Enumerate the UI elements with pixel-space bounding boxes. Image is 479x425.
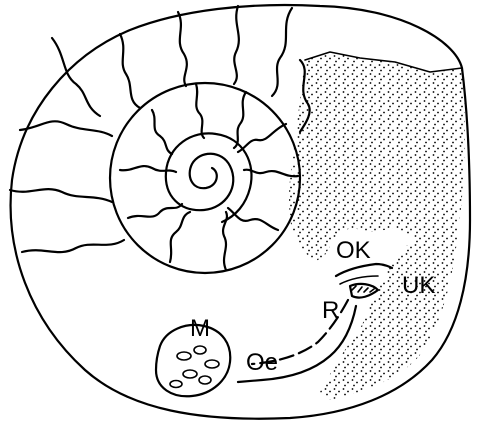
label-oe: Oe (246, 349, 278, 376)
inner-whorl-sutures (120, 84, 298, 270)
label-r: R (322, 297, 339, 324)
stomach-contents (170, 346, 219, 388)
inner-whorl-outline (110, 83, 300, 273)
upper-jaw-line (340, 276, 378, 284)
label-m: M (190, 315, 210, 342)
label-ok: OK (336, 237, 371, 264)
upper-jaw-shape (336, 264, 392, 276)
stippled-sediment-region (289, 52, 465, 400)
radula-teeth (352, 286, 374, 292)
label-uk: UK (402, 272, 435, 299)
outer-whorl-sutures (10, 6, 310, 252)
spiral-center (166, 133, 252, 222)
radula-structure (350, 284, 378, 298)
